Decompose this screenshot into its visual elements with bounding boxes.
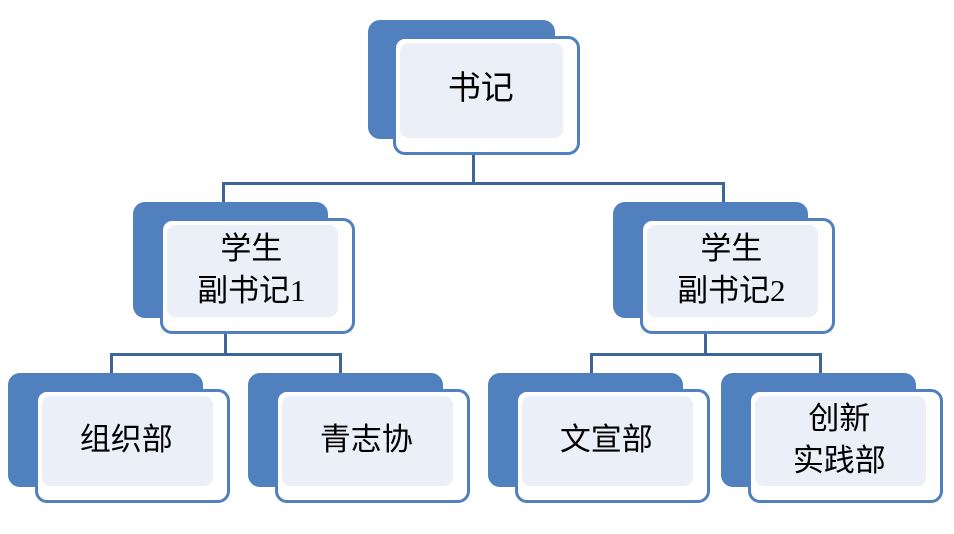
connector-drop-innovation-practice-dept — [819, 353, 822, 375]
node-inner-fill — [400, 43, 563, 138]
connector-drop-publicity-dept — [590, 353, 593, 375]
org-node-organization-dept[interactable]: 组织部 — [8, 373, 230, 503]
connector-drop-deputy-2 — [722, 182, 725, 206]
connector-root-stem — [472, 152, 475, 185]
connector-drop-organization-dept — [110, 353, 113, 375]
connector-deputy-1-stem — [224, 330, 227, 356]
connector-deputy-1-bus — [110, 353, 342, 356]
org-node-publicity-dept[interactable]: 文宣部 — [488, 373, 710, 503]
node-inner-fill — [281, 395, 453, 486]
node-card — [393, 36, 580, 155]
org-node-innovation-practice-dept[interactable]: 创新 实践部 — [721, 373, 943, 503]
node-card — [514, 388, 710, 503]
node-inner-fill — [166, 224, 338, 317]
node-card — [639, 217, 835, 334]
node-inner-fill — [754, 395, 926, 486]
connector-drop-deputy-1 — [222, 182, 225, 206]
org-node-deputy-secretary-2[interactable]: 学生 副书记2 — [613, 202, 835, 334]
node-inner-fill — [41, 395, 213, 486]
node-card — [747, 388, 943, 503]
node-card — [274, 388, 470, 503]
node-card — [34, 388, 230, 503]
org-node-secretary[interactable]: 书记 — [368, 20, 580, 155]
connector-deputy-2-bus — [590, 353, 822, 356]
connector-level2-bus — [222, 182, 725, 185]
connector-drop-youth-volunteer-assoc — [339, 353, 342, 375]
node-inner-fill — [521, 395, 693, 486]
org-node-youth-volunteer-assoc[interactable]: 青志协 — [248, 373, 470, 503]
org-node-deputy-secretary-1[interactable]: 学生 副书记1 — [133, 202, 355, 334]
connector-deputy-2-stem — [704, 330, 707, 356]
node-inner-fill — [646, 224, 818, 317]
node-card — [159, 217, 355, 334]
